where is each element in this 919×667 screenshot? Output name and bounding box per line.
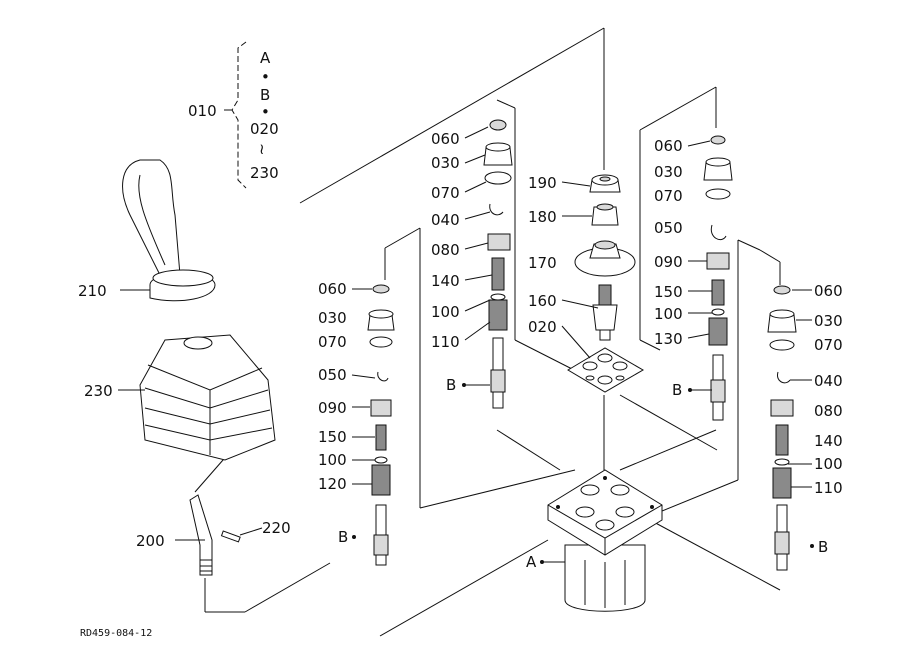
bracket-b: B [260, 86, 270, 104]
label-d-130: 130 [654, 330, 683, 348]
label-c-020: 020 [528, 318, 557, 336]
label-a-150: 150 [318, 428, 347, 446]
pin-220 [220, 530, 241, 543]
label-e-140: 140 [814, 432, 843, 450]
label-e-100: 100 [814, 455, 843, 473]
label-220: 220 [262, 519, 291, 537]
label-d-b: B [672, 381, 682, 399]
label-200: 200 [136, 532, 165, 550]
label-a-050: 050 [318, 366, 347, 384]
label-a-030: 030 [318, 309, 347, 327]
label-a-100: 100 [318, 451, 347, 469]
label-e-080: 080 [814, 402, 843, 420]
bracket-a: A [260, 49, 271, 67]
center-column-c [567, 174, 644, 393]
label-d-070: 070 [654, 187, 683, 205]
bracket-from: 020 [250, 120, 279, 138]
boot-230 [139, 334, 276, 461]
label-e-b: B [818, 538, 828, 556]
bracket-tilde: ≀ [259, 140, 265, 158]
label-d-050: 050 [654, 219, 683, 237]
valve-body-a [547, 469, 663, 612]
label-b-b: B [446, 376, 456, 394]
reference-code: RD459-084-12 [80, 628, 152, 639]
label-a-b: B [338, 528, 348, 546]
label-b-040: 040 [431, 211, 460, 229]
labels-column-c: 190 180 170 160 020 [528, 174, 599, 359]
valve-column-b [483, 119, 513, 409]
label-b-080: 080 [431, 241, 460, 259]
labels-column-d: 060 030 070 050 090 150 100 130 B [654, 137, 712, 399]
label-c-180: 180 [528, 208, 557, 226]
frame-lines [194, 27, 781, 637]
assembly-bracket: 010 A • B • 020 ≀ 230 [188, 41, 279, 189]
label-e-110: 110 [814, 479, 843, 497]
label-b-140: 140 [431, 272, 460, 290]
label-c-190: 190 [528, 174, 557, 192]
label-c-160: 160 [528, 292, 557, 310]
label-b-100: 100 [431, 303, 460, 321]
valve-column-d [703, 135, 733, 421]
label-010: 010 [188, 102, 217, 120]
label-a-body: A [526, 553, 537, 571]
label-a-070: 070 [318, 333, 347, 351]
label-d-100: 100 [654, 305, 683, 323]
valve-column-a [367, 284, 395, 566]
label-d-090: 090 [654, 253, 683, 271]
labels-column-a: 060 030 070 050 090 150 100 120 B [318, 280, 376, 546]
bracket-to: 230 [250, 164, 279, 182]
label-230: 230 [84, 382, 113, 400]
lever-grip-210 [122, 159, 216, 302]
label-e-030: 030 [814, 312, 843, 330]
valve-column-e [767, 285, 797, 571]
label-d-030: 030 [654, 163, 683, 181]
label-b-030: 030 [431, 154, 460, 172]
bracket-dot2: • [261, 103, 270, 121]
label-a-090: 090 [318, 399, 347, 417]
label-b-060: 060 [431, 130, 460, 148]
label-e-040: 040 [814, 372, 843, 390]
label-b-070: 070 [431, 184, 460, 202]
label-b-110: 110 [431, 333, 460, 351]
labels-column-e: 060 030 070 040 080 140 100 110 B [788, 282, 843, 556]
label-e-060: 060 [814, 282, 843, 300]
label-d-150: 150 [654, 283, 683, 301]
labels-column-b: 060 030 070 040 080 140 100 110 B [431, 126, 493, 394]
label-210: 210 [78, 282, 107, 300]
bracket-dot1: • [261, 68, 270, 86]
label-d-060: 060 [654, 137, 683, 155]
label-e-070: 070 [814, 336, 843, 354]
label-a-060: 060 [318, 280, 347, 298]
label-c-170: 170 [528, 254, 557, 272]
shaft-200 [189, 494, 213, 576]
label-a-120: 120 [318, 475, 347, 493]
